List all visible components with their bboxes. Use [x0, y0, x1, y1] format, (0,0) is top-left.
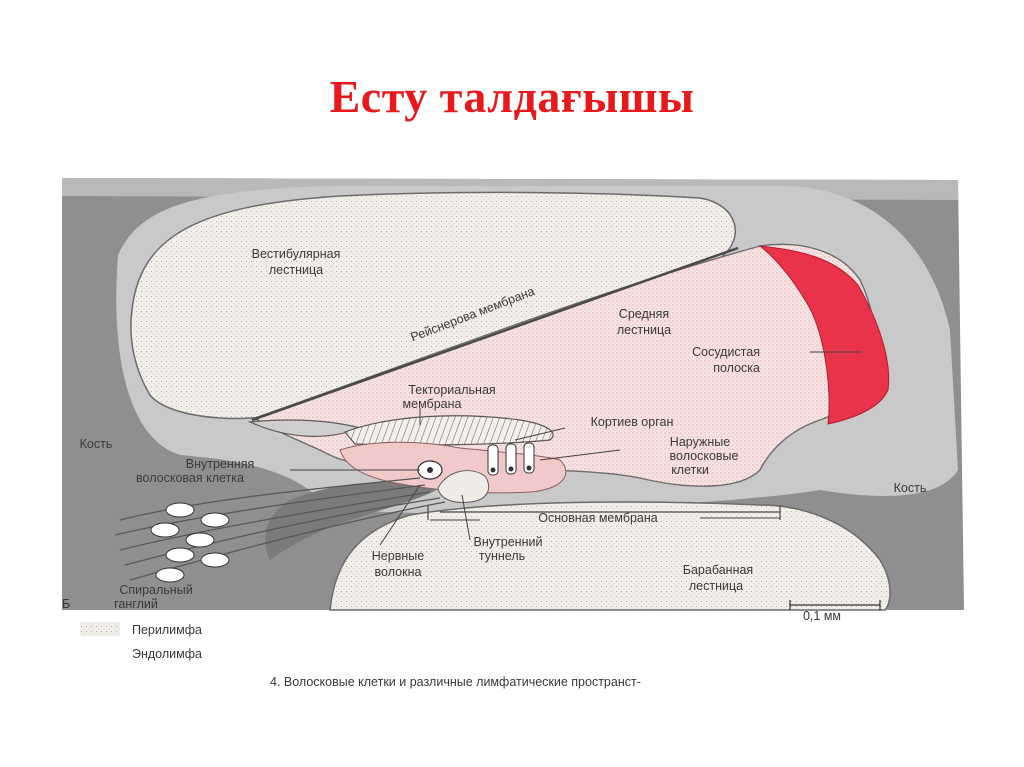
- label-stria-2: полоска: [713, 361, 760, 375]
- legend-perilymph-swatch: [80, 622, 120, 636]
- label-vestibular-2: лестница: [269, 263, 323, 277]
- label-tunnel-2: туннель: [479, 549, 525, 563]
- label-tympani-2: лестница: [689, 579, 743, 593]
- outer-hair-cells: [488, 443, 534, 475]
- label-stria-1: Сосудистая: [692, 345, 760, 359]
- label-inner-hair-2: волосковая клетка: [136, 471, 244, 485]
- label-nerve-2: волокна: [375, 565, 422, 579]
- label-panel-letter: Б: [62, 597, 70, 611]
- label-bone-left: Кость: [80, 437, 113, 451]
- label-tectorial-1: Текториальная: [408, 383, 495, 397]
- label-vestibular-1: Вестибулярная: [252, 247, 341, 261]
- label-spiral-2: ганглий: [114, 597, 158, 611]
- legend-endolymph-swatch: [80, 646, 120, 660]
- label-bone-right: Кость: [894, 481, 927, 495]
- label-outer-hair-3: клетки: [671, 463, 709, 477]
- label-inner-hair-1: Внутренняя: [186, 457, 254, 471]
- label-tympani-1: Барабанная: [683, 563, 753, 577]
- label-media-2: лестница: [617, 323, 671, 337]
- label-basilar: Основная мембрана: [538, 511, 658, 525]
- label-outer-hair-1: Наружные: [670, 435, 730, 449]
- caption-cut: 4. Волосковые клетки и различные лимфати…: [270, 675, 641, 689]
- label-tectorial-2: мембрана: [403, 397, 462, 411]
- legend-endolymph-text: Эндолимфа: [132, 647, 202, 661]
- label-media-1: Средняя: [619, 307, 669, 321]
- label-tunnel-1: Внутренний: [474, 535, 543, 549]
- label-scale: 0,1 мм: [803, 609, 841, 623]
- label-outer-hair-2: волосковые: [670, 449, 739, 463]
- legend-perilymph-text: Перилимфа: [132, 623, 202, 637]
- label-nerve-1: Нервные: [372, 549, 424, 563]
- label-spiral-1: Спиральный: [119, 583, 192, 597]
- label-corti: Кортиев орган: [591, 415, 674, 429]
